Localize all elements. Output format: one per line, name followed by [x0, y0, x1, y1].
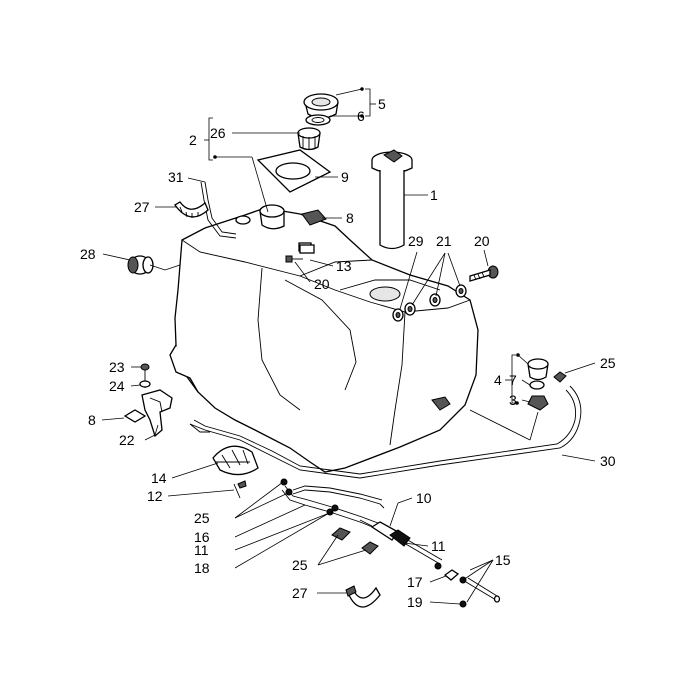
- callout-1: 1: [430, 187, 438, 203]
- callout-17: 17: [407, 574, 423, 590]
- hose-clamp-upper: [174, 201, 209, 218]
- callout-20-small: 20: [314, 276, 330, 292]
- callout-9: 9: [341, 169, 349, 185]
- fuel-tank-body: [169, 204, 479, 473]
- callout-18: 18: [194, 560, 210, 576]
- filler-filter: [297, 127, 321, 151]
- small-clip-13: [299, 244, 315, 254]
- fuel-filter: [359, 519, 443, 570]
- bolt-long-20: [469, 265, 499, 282]
- callout-28: 28: [80, 246, 96, 262]
- callout-23: 23: [109, 359, 125, 375]
- callout-12: 12: [147, 488, 163, 504]
- callout-27-upper: 27: [134, 199, 150, 215]
- hose-clamp-lower: [345, 585, 381, 608]
- callout-21: 21: [436, 233, 452, 249]
- callout-13: 13: [336, 258, 352, 274]
- callout-25-middle: 25: [292, 557, 308, 573]
- callout-8-lower: 8: [88, 412, 96, 428]
- filler-cap: [303, 93, 339, 126]
- screw-12: [233, 480, 247, 499]
- callout-11-right: 11: [431, 538, 446, 554]
- callout-15: 15: [495, 552, 511, 568]
- washers-21-29: [392, 284, 467, 322]
- clip-upper: [301, 209, 327, 226]
- callout-2: 2: [189, 132, 197, 148]
- callout-8-upper: 8: [346, 210, 354, 226]
- mounting-bracket: [123, 363, 173, 438]
- callout-25-left: 25: [194, 510, 210, 526]
- callout-14: 14: [151, 470, 167, 486]
- rigid-fuel-pipe: [443, 569, 501, 608]
- bolt-small-20: [285, 255, 303, 263]
- callout-5: 5: [378, 96, 386, 112]
- filler-gasket: [256, 149, 332, 193]
- callout-3: 3: [509, 392, 517, 408]
- fuel-level-sender: [371, 149, 413, 250]
- callout-29: 29: [408, 233, 424, 249]
- callout-4: 4: [494, 372, 502, 388]
- leader-lines: [101, 87, 596, 605]
- callout-31: 31: [168, 169, 184, 185]
- callout-30: 30: [600, 453, 616, 469]
- callout-27-lower: 27: [292, 585, 308, 601]
- rubber-grommet: [127, 255, 154, 275]
- callout-6: 6: [357, 108, 365, 124]
- callout-22: 22: [119, 432, 135, 448]
- callout-26: 26: [210, 125, 226, 141]
- fuel-pump-cover: [212, 445, 259, 476]
- callout-24: 24: [109, 378, 125, 394]
- callout-20-long: 20: [474, 233, 490, 249]
- fuel-hose-16: [281, 485, 385, 529]
- callout-16: 16: [194, 529, 210, 545]
- callout-7: 7: [509, 372, 517, 388]
- callout-labels: 1 2 3 4 5 6 7 8 8 9 10 11 11 12 13 14 15…: [80, 96, 616, 610]
- callout-19: 19: [407, 594, 423, 610]
- callout-11-left: 11: [194, 542, 209, 558]
- hose-clip-right-25: [553, 371, 567, 383]
- breather-hose: [200, 181, 237, 239]
- vent-hose-30: [189, 385, 582, 479]
- hose-clip-25-left: [280, 478, 293, 496]
- callout-25-right: 25: [600, 355, 616, 371]
- callout-10: 10: [416, 490, 432, 506]
- rollover-valve: [527, 358, 549, 411]
- hose-clip-25-middle: [331, 527, 379, 555]
